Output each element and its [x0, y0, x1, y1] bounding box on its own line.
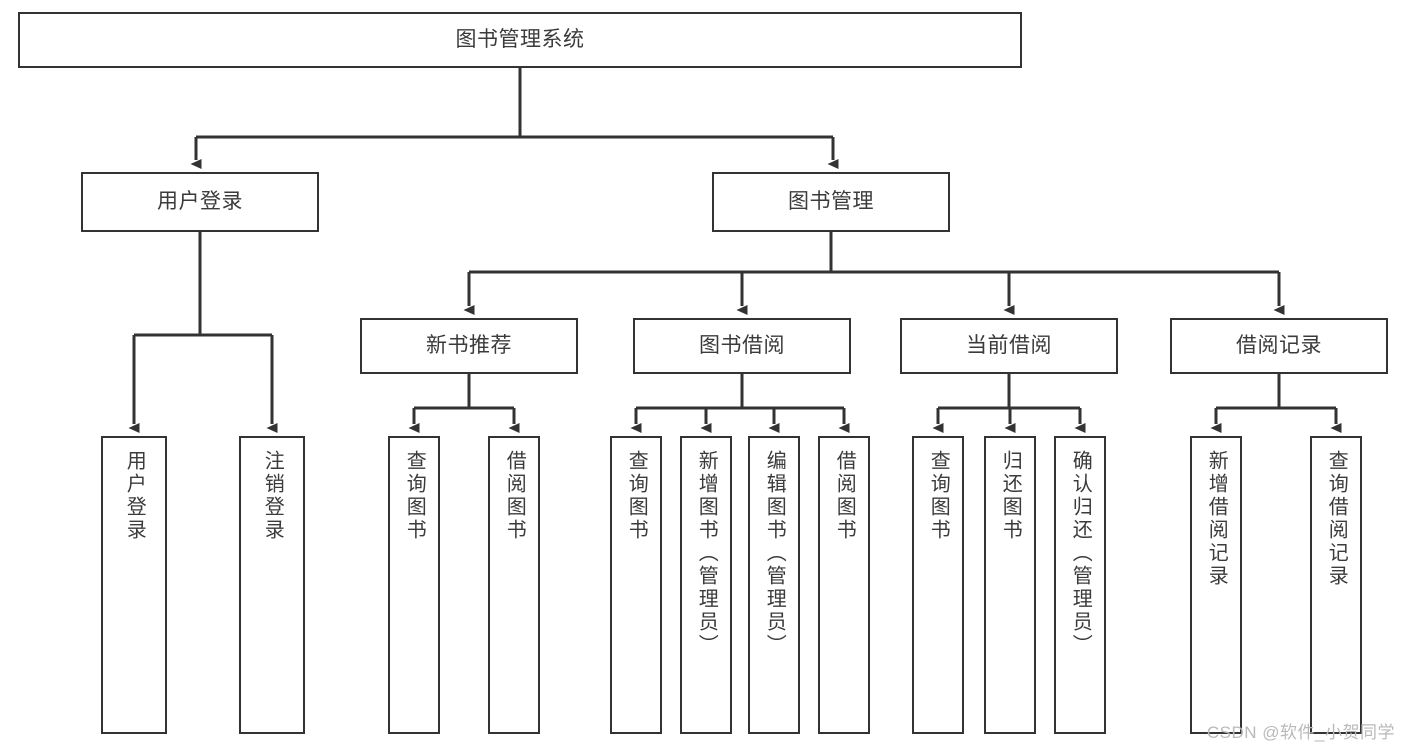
node-nb-query-book-label: 查询图书 — [403, 450, 426, 542]
node-book-manage[interactable]: 图书管理 — [712, 172, 950, 232]
node-user-login-do[interactable]: 用户登录 — [101, 436, 167, 734]
node-bb-edit-book[interactable]: 编辑图书（管理员） — [748, 436, 800, 734]
node-nb-borrow-book-label: 借阅图书 — [503, 450, 526, 542]
node-cb-return-book[interactable]: 归还图书 — [984, 436, 1036, 734]
node-borrow-record-label: 借阅记录 — [1236, 334, 1322, 358]
node-cb-confirm-return-label: 确认归还（管理员） — [1069, 450, 1092, 657]
node-new-book-recommend[interactable]: 新书推荐 — [360, 318, 578, 374]
node-book-borrow-label: 图书借阅 — [699, 334, 785, 358]
node-nb-query-book[interactable]: 查询图书 — [388, 436, 440, 734]
node-user-login-label: 用户登录 — [157, 190, 243, 214]
node-new-book-recommend-label: 新书推荐 — [426, 334, 512, 358]
node-nb-borrow-book[interactable]: 借阅图书 — [488, 436, 540, 734]
node-br-query-record-label: 查询借阅记录 — [1325, 450, 1348, 588]
node-bb-edit-book-label: 编辑图书（管理员） — [763, 450, 786, 657]
node-user-login-do-label: 用户登录 — [123, 450, 146, 542]
node-cb-query-book-label: 查询图书 — [927, 450, 950, 542]
node-user-logout-label: 注销登录 — [261, 450, 284, 542]
node-cb-query-book[interactable]: 查询图书 — [912, 436, 964, 734]
node-borrow-record[interactable]: 借阅记录 — [1170, 318, 1388, 374]
node-user-logout[interactable]: 注销登录 — [239, 436, 305, 734]
node-current-borrow[interactable]: 当前借阅 — [900, 318, 1118, 374]
node-bb-add-book-label: 新增图书（管理员） — [695, 450, 718, 657]
node-root-label: 图书管理系统 — [455, 28, 585, 52]
node-bb-add-book[interactable]: 新增图书（管理员） — [680, 436, 732, 734]
node-book-manage-label: 图书管理 — [788, 190, 874, 214]
node-br-add-record[interactable]: 新增借阅记录 — [1190, 436, 1242, 734]
node-user-login[interactable]: 用户登录 — [81, 172, 319, 232]
node-book-borrow[interactable]: 图书借阅 — [633, 318, 851, 374]
node-cb-confirm-return[interactable]: 确认归还（管理员） — [1054, 436, 1106, 734]
node-root[interactable]: 图书管理系统 — [18, 12, 1022, 68]
node-bb-borrow-book-label: 借阅图书 — [833, 450, 856, 542]
csdn-watermark: CSDN @软件_小贺同学 — [1206, 723, 1395, 742]
node-cb-return-book-label: 归还图书 — [999, 450, 1022, 542]
node-current-borrow-label: 当前借阅 — [966, 334, 1052, 358]
node-bb-query-book-label: 查询图书 — [625, 450, 648, 542]
node-bb-query-book[interactable]: 查询图书 — [610, 436, 662, 734]
node-br-add-record-label: 新增借阅记录 — [1205, 450, 1228, 588]
node-bb-borrow-book[interactable]: 借阅图书 — [818, 436, 870, 734]
node-br-query-record[interactable]: 查询借阅记录 — [1310, 436, 1362, 734]
